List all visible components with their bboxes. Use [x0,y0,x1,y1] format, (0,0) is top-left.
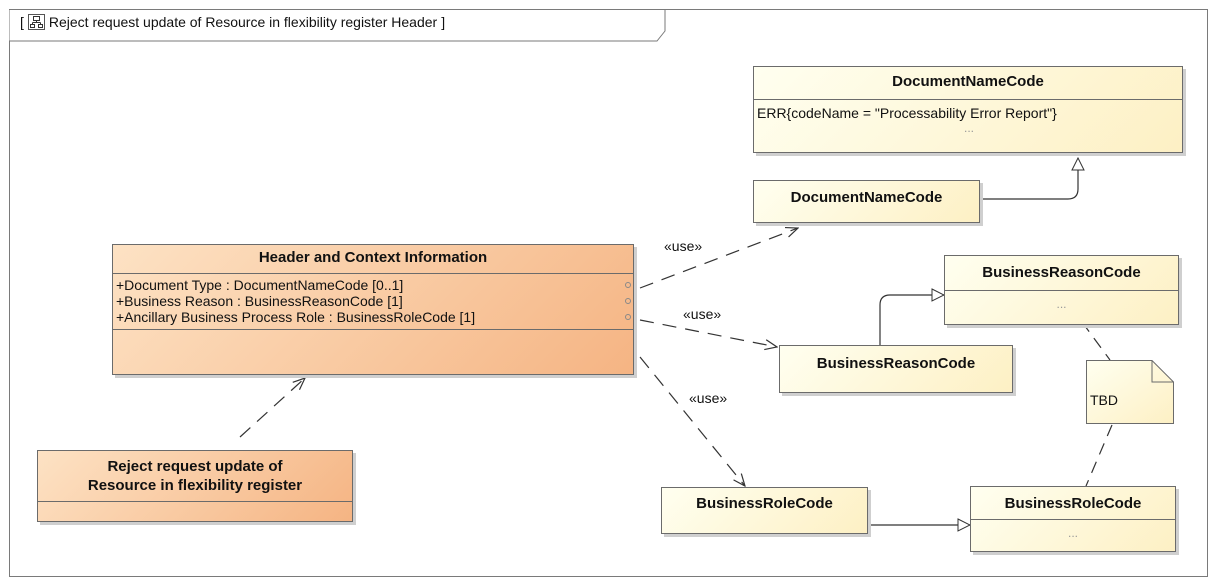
frame-bracket-close: ] [441,14,446,30]
class-business-reason-code[interactable]: BusinessReasonCode [779,345,1013,393]
class-attributes: ... [971,520,1175,540]
class-name: DocumentNameCode [754,67,1182,100]
ellipsis: ... [1067,526,1078,540]
attribute-visibility-icon [625,298,631,304]
note-tbd[interactable] [1086,360,1174,424]
class-document-name-code-enum[interactable]: DocumentNameCode ERR{codeName = "Process… [753,66,1183,153]
frame-bracket-open: [ [20,14,24,30]
enum-literals: ERR{codeName = "Processability Error Rep… [754,100,1182,135]
class-name: BusinessReasonCode [945,256,1178,291]
use-edge-business-reason-code [639,319,777,347]
frame-title: [ Reject request update of Resource in f… [20,14,445,30]
attribute-business-reason[interactable]: +Business Reason : BusinessReasonCode [1… [113,293,633,309]
attribute-visibility-icon [625,314,631,320]
frame-title-tab [9,9,666,42]
class-reject-request[interactable]: Reject request update of Resource in fle… [37,450,353,522]
class-diagram-icon [27,14,45,30]
dependency-reject-to-header [239,378,305,438]
class-name: BusinessReasonCode [816,355,976,372]
class-attributes: ... [945,291,1178,311]
use-label-3: «use» [689,390,728,406]
class-name: DocumentNameCode [790,189,943,206]
generalization-document-name-code [980,158,1078,200]
use-label-1: «use» [664,238,703,254]
note-anchor-top [1081,321,1111,361]
enum-literal-err[interactable]: ERR{codeName = "Processability Error Rep… [757,105,1057,121]
class-name: Reject request update of Resource in fle… [38,451,352,502]
use-edge-document-name-code [639,228,798,289]
class-business-reason-code-enum[interactable]: BusinessReasonCode ... [944,255,1179,325]
class-document-name-code[interactable]: DocumentNameCode [753,180,980,223]
class-business-role-code-enum[interactable]: BusinessRoleCode ... [970,486,1176,552]
use-edge-business-role-code [639,356,745,486]
use-label-2: «use» [683,306,722,322]
class-attributes: +Document Type : DocumentNameCode [0..1]… [113,274,633,330]
frame-title-text: Reject request update of Resource in fle… [48,14,438,30]
attribute-document-type[interactable]: +Document Type : DocumentNameCode [0..1] [113,277,633,293]
class-name: BusinessRoleCode [696,495,833,512]
class-header-context-information[interactable]: Header and Context Information +Document… [112,244,634,375]
generalization-business-reason-code [879,295,944,346]
class-business-role-code[interactable]: BusinessRoleCode [661,487,868,534]
class-attributes [38,502,352,510]
class-name: Header and Context Information [113,245,633,274]
ellipsis: ... [963,121,974,135]
class-operations [113,330,633,340]
ellipsis: ... [1056,297,1067,311]
note-text: TBD [1090,392,1118,408]
attribute-ancillary-role[interactable]: +Ancillary Business Process Role : Busin… [113,309,633,325]
attribute-visibility-icon [625,282,631,288]
note-anchor-bottom [1085,424,1113,487]
class-name: BusinessRoleCode [971,487,1175,520]
